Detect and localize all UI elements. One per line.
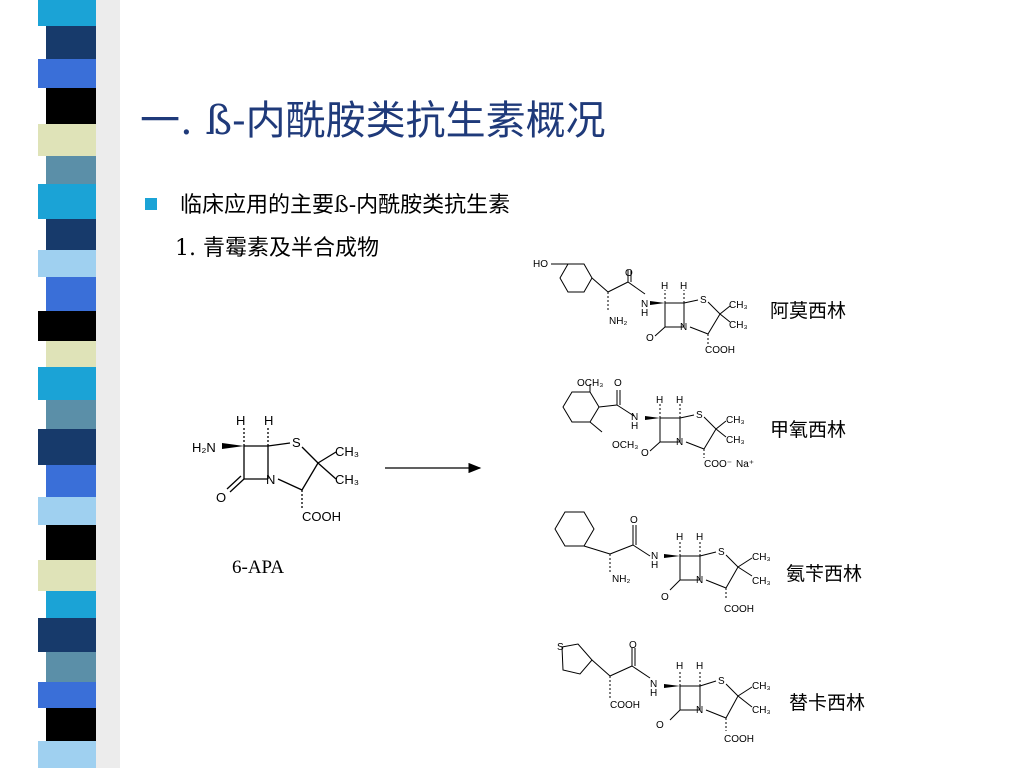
atom-n: N: [696, 705, 703, 716]
stripe-block: [38, 311, 98, 341]
wedge-bond: [645, 416, 660, 420]
atom-n: N: [641, 299, 648, 310]
atom-h: H: [676, 532, 683, 543]
structure-ticarcillin: [561, 643, 753, 731]
atom-ch3: CH₃: [752, 681, 771, 692]
atom-ch3: CH₃: [752, 576, 771, 587]
atom-o: O: [641, 448, 649, 459]
decorative-stripe-band: [0, 0, 120, 768]
slide-title: 一. ß-内酰胺类抗生素概况: [140, 98, 606, 144]
atom-o: O: [630, 515, 638, 526]
atom-o: O: [625, 268, 633, 279]
core-name-label: 6-APA: [232, 557, 284, 578]
atom-s: S: [557, 642, 564, 653]
stripe-block: [38, 59, 98, 88]
atom-s: S: [292, 435, 301, 450]
stripe-block: [38, 741, 98, 768]
atom-h: H: [680, 281, 687, 292]
atom-nh2: NH₂: [609, 316, 627, 327]
atom-o: O: [614, 378, 622, 389]
wedge-bond: [650, 301, 665, 305]
stripe-block: [38, 682, 98, 708]
atom-ch3: CH₃: [729, 320, 748, 331]
atom-n: N: [680, 322, 687, 333]
atom-s: S: [718, 676, 725, 687]
atom-n: N: [676, 437, 683, 448]
atom-cooh: COOH: [724, 734, 754, 745]
stripe-block: [38, 367, 98, 400]
stripe-block: [38, 250, 98, 277]
atom-h: H: [696, 532, 703, 543]
stripe-block: [38, 124, 98, 156]
atom-na: Na⁺: [736, 459, 754, 470]
wedge-bond: [664, 554, 680, 558]
bullet-text: 临床应用的主要ß-内酰胺类抗生素: [180, 193, 511, 218]
bullet-square-icon: [145, 198, 157, 210]
atom-h: H: [236, 413, 245, 428]
drug-name-label: 阿莫西林: [770, 300, 846, 322]
atom-h: H: [651, 560, 658, 571]
atom-s: S: [696, 410, 703, 421]
atom-h: H: [641, 308, 648, 319]
atom-ch3: CH₃: [726, 415, 745, 426]
atom-ch3: CH₃: [729, 300, 748, 311]
stripe-block: [38, 560, 98, 591]
stripe-block: [38, 184, 98, 219]
atom-n: N: [631, 412, 638, 423]
atom-h: H: [264, 413, 273, 428]
atom-nh2: NH₂: [612, 574, 630, 585]
atom-s: S: [718, 547, 725, 558]
atom-ho: HO: [533, 259, 548, 270]
atom-ch3: CH₃: [726, 435, 745, 446]
atom-ch3: CH₃: [335, 444, 359, 459]
wedge-bond: [222, 443, 244, 449]
atom-n: N: [266, 472, 275, 487]
atom-h: H: [656, 395, 663, 406]
atom-n: N: [650, 679, 657, 690]
atom-cooh: COOH: [302, 509, 341, 524]
atom-n: N: [696, 575, 703, 586]
atom-cooh: COOH: [724, 604, 754, 615]
atom-coo: COO⁻: [704, 459, 732, 470]
stripe-block: [38, 618, 98, 652]
atom-cooh: COOH: [610, 700, 640, 711]
structure-amoxicillin: [551, 263, 731, 345]
stripe-block: [38, 0, 98, 26]
atom-o: O: [646, 333, 654, 344]
stripe-block: [38, 429, 98, 465]
atom-ch3: CH₃: [335, 472, 359, 487]
drug-name-label: 替卡西林: [789, 692, 865, 714]
atom-ch3: CH₃: [752, 552, 771, 563]
atom-s: S: [700, 295, 707, 306]
structure-methicillin: [562, 384, 727, 458]
structure-ampicillin: [554, 511, 753, 600]
atom-och3: OCH₃: [577, 378, 603, 389]
drug-name-label: 氨苄西林: [786, 563, 862, 585]
stripe-shadow: [96, 0, 120, 768]
atom-o: O: [656, 720, 664, 731]
drug-name-label: 甲氧西林: [770, 419, 846, 441]
atom-ch3: CH₃: [752, 705, 771, 716]
atom-h2n: H₂N: [192, 440, 216, 455]
atom-cooh: COOH: [705, 345, 735, 356]
atom-o: O: [216, 490, 226, 505]
sub-item-text: 1. 青霉素及半合成物: [175, 236, 379, 261]
atom-h: H: [661, 281, 668, 292]
atom-h: H: [676, 395, 683, 406]
atom-och3: OCH₃: [612, 440, 638, 451]
atom-h: H: [631, 421, 638, 432]
atom-h: H: [650, 688, 657, 699]
atom-o: O: [661, 592, 669, 603]
wedge-bond: [664, 684, 680, 688]
stripe-block: [38, 497, 98, 525]
atom-h: H: [676, 661, 683, 672]
core-structure-6apa: [226, 428, 337, 508]
atom-o: O: [629, 640, 637, 651]
atom-h: H: [696, 661, 703, 672]
atom-n: N: [651, 551, 658, 562]
